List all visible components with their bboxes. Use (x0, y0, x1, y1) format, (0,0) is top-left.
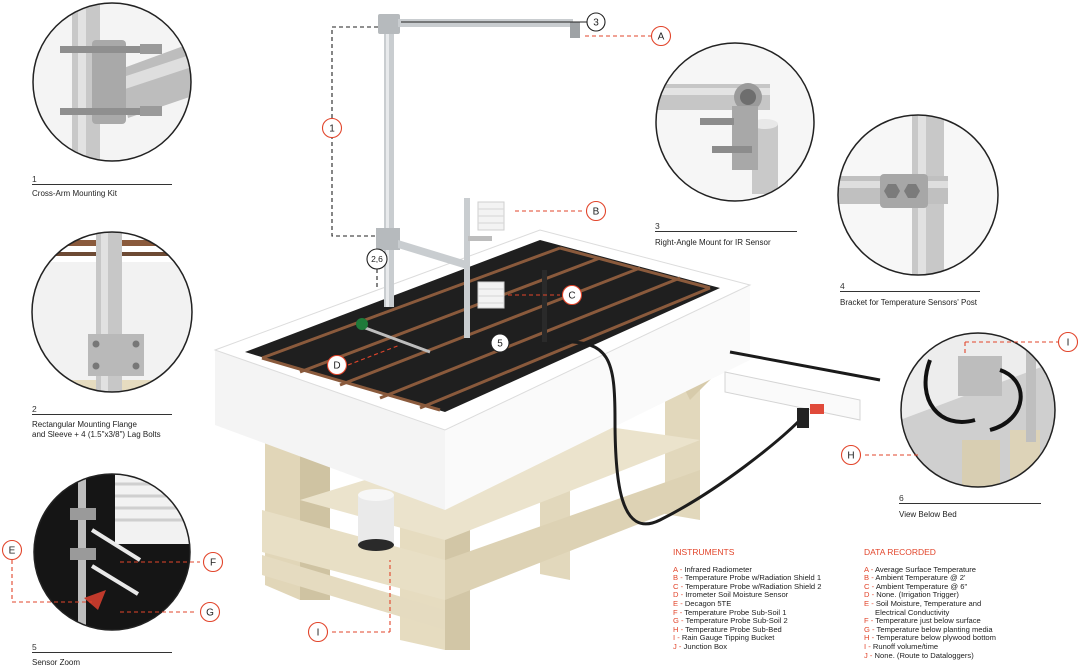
instruments-legend: INSTRUMENTS A - Infrared Radiometer B - … (673, 548, 821, 652)
instrument-item: B - Temperature Probe w/Radiation Shield… (673, 573, 822, 583)
caption-2-rule (32, 414, 172, 415)
radiation-shield-upper (477, 201, 505, 231)
caption-3-number: 3 (655, 221, 660, 231)
instrument-item: A - Infrared Radiometer (673, 564, 752, 574)
svg-text:C: C (568, 291, 575, 302)
caption-2-text: Rectangular Mounting Flange and Sleeve +… (32, 420, 161, 439)
callout-F: F (202, 551, 224, 573)
svg-text:3: 3 (593, 18, 599, 29)
detail-circle-5 (33, 473, 191, 631)
data-item: F - Temperature just below surface (864, 616, 981, 626)
data-item: D - None. (Irrigation Trigger) (864, 590, 959, 600)
svg-text:2,6: 2,6 (371, 254, 383, 264)
detail-circle-3 (655, 42, 815, 202)
callout-3: 3 (586, 12, 606, 32)
svg-text:5: 5 (497, 339, 503, 350)
svg-text:F: F (210, 558, 216, 569)
instrument-item: E - Decagon 5TE (673, 598, 732, 608)
data-item: B - Ambient Temperature @ 2' (864, 573, 966, 583)
data-item-continuation: Electrical Conductivity (875, 607, 950, 617)
detail-circle-1 (32, 2, 192, 162)
callout-5: 5 (490, 333, 510, 353)
detail-circle-4 (837, 114, 999, 276)
instrument-item: J - Junction Box (673, 641, 728, 651)
instrument-item: F - Temperature Probe Sub-Soil 1 (673, 607, 787, 617)
callout-2-6: 2,6 (366, 248, 388, 270)
radiation-shield-lower (477, 281, 505, 309)
svg-text:D: D (333, 361, 340, 372)
instrument-item: H - Temperature Probe Sub-Bed (673, 624, 782, 634)
data-item: H - Temperature below plywood bottom (864, 633, 996, 643)
data-recorded-title: DATA RECORDED (864, 547, 936, 557)
detail-circle-2 (31, 231, 193, 393)
caption-4-text: Bracket for Temperature Sensors' Post (840, 298, 977, 307)
caption-1-number: 1 (32, 174, 37, 184)
callout-A: A (650, 25, 672, 47)
svg-text:G: G (206, 608, 214, 619)
svg-text:I: I (1067, 338, 1070, 349)
callout-D: D (326, 354, 348, 376)
caption-6-text: View Below Bed (899, 510, 957, 519)
instrument-item: D - Irrometer Soil Moisture Sensor (673, 590, 789, 600)
data-item: I - Runoff volume/time (864, 641, 939, 651)
caption-5-text: Sensor Zoom (32, 658, 81, 667)
callout-G: G (199, 601, 221, 623)
raised-bed (213, 14, 881, 650)
callout-I-right: I (1057, 331, 1079, 353)
svg-text:B: B (593, 207, 600, 218)
callout-I-bottom: I (307, 621, 329, 643)
caption-1-rule (32, 184, 172, 185)
svg-text:I: I (317, 628, 320, 639)
data-item: A - Average Surface Temperature (864, 564, 977, 574)
instruments-title: INSTRUMENTS (673, 547, 735, 557)
detail-circle-6 (900, 332, 1056, 488)
data-item: E - Soil Moisture, Temperature and (864, 598, 982, 608)
caption-2-number: 2 (32, 404, 37, 414)
callout-E: E (1, 539, 23, 561)
data-item: C - Ambient Temperature @ 6" (864, 581, 968, 591)
callout-B: B (585, 200, 607, 222)
svg-text:1: 1 (329, 124, 335, 135)
caption-1-text: Cross-Arm Mounting Kit (32, 189, 117, 198)
svg-text:A: A (658, 32, 665, 43)
data-item: G - Temperature below planting media (864, 624, 993, 634)
data-recorded-legend: DATA RECORDED A - Average Surface Temper… (864, 548, 996, 660)
svg-text:H: H (847, 451, 854, 462)
instrument-item: G - Temperature Probe Sub-Soil 2 (673, 616, 788, 626)
caption-5-number: 5 (32, 642, 37, 652)
instrument-item: I - Rain Gauge Tipping Bucket (673, 633, 775, 643)
callout-1: 1 (321, 117, 343, 139)
instrument-item: C - Temperature Probe w/Radiation Shield… (673, 581, 822, 591)
caption-5-rule (32, 652, 172, 653)
callout-C: C (561, 284, 583, 306)
caption-6-rule (899, 503, 1041, 504)
caption-3-text: Right-Angle Mount for IR Sensor (655, 238, 771, 247)
caption-6-number: 6 (899, 493, 904, 503)
caption-4-number: 4 (840, 281, 845, 291)
callout-H: H (840, 444, 862, 466)
caption-3-rule (655, 231, 797, 232)
caption-4-rule (840, 291, 980, 292)
svg-text:E: E (9, 546, 16, 557)
data-item: J - None. (Route to Dataloggers) (864, 650, 974, 660)
